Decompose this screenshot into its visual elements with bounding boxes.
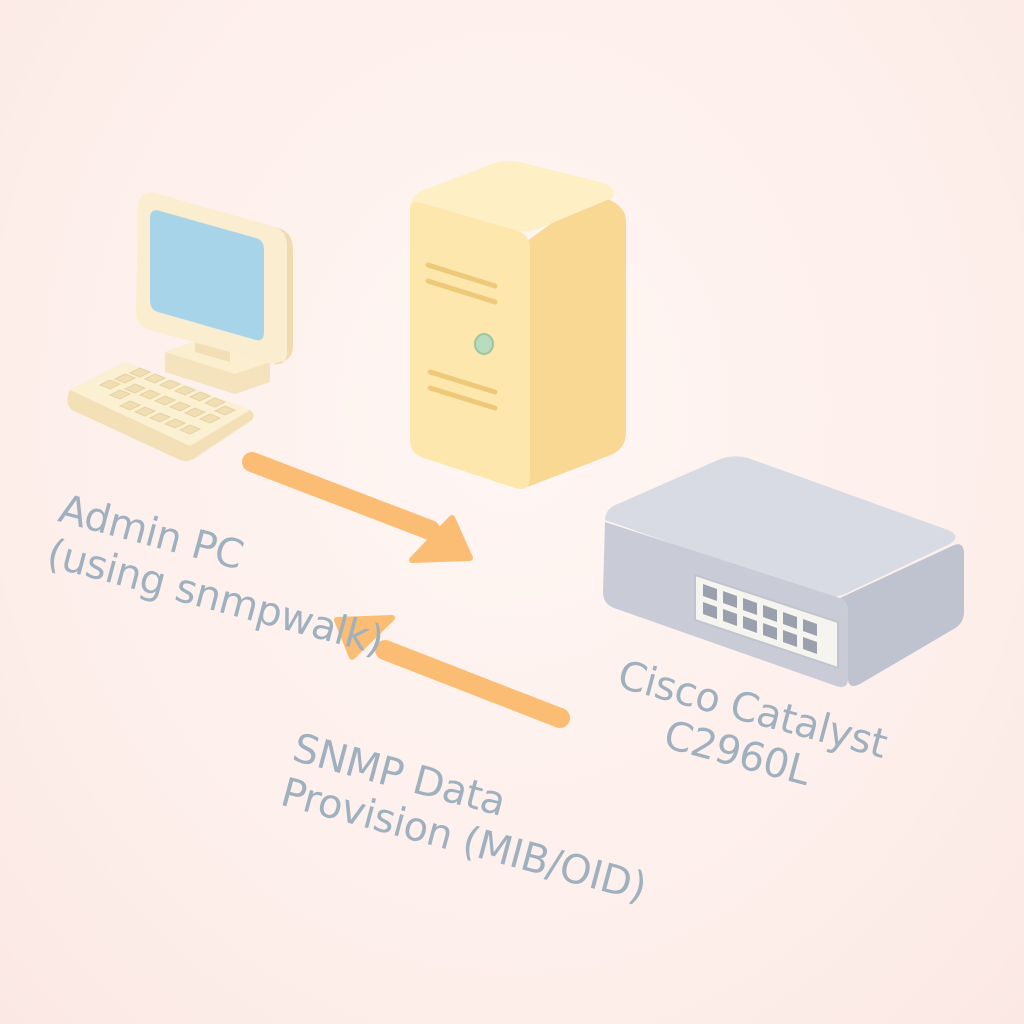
response-arrow: [334, 615, 570, 728]
admin-pc-computer-icon: [67, 192, 293, 462]
network-switch-icon: [603, 456, 964, 687]
request-arrow: [242, 452, 473, 563]
server-tower-icon: [410, 160, 626, 489]
